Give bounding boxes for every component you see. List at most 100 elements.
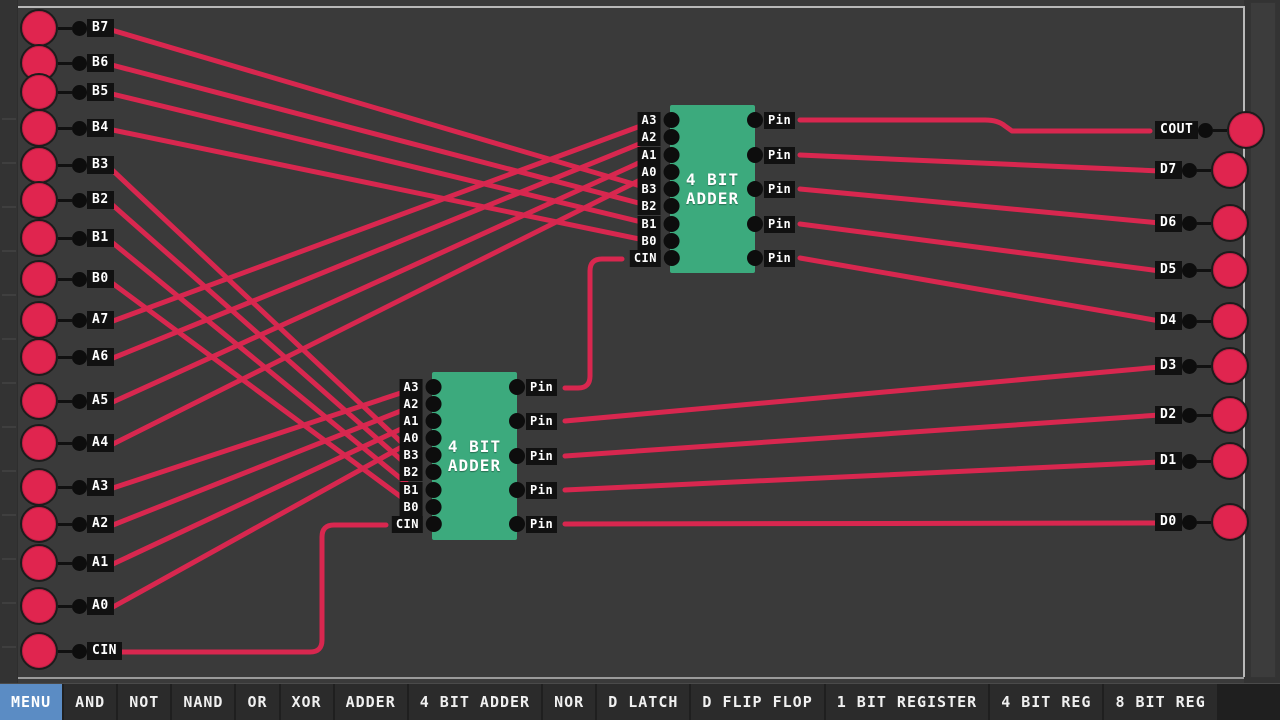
output-pin-dot[interactable] xyxy=(72,349,87,365)
wire[interactable] xyxy=(562,364,1163,424)
component-input-pin-dot[interactable] xyxy=(426,447,442,463)
toolbar-button-8-bit-reg[interactable]: 8 BIT REG xyxy=(1104,684,1217,720)
output-lamp-d1[interactable] xyxy=(1210,442,1249,480)
output-indicator-row[interactable]: D4 xyxy=(1155,302,1249,340)
component-input-pin-dot[interactable] xyxy=(664,181,680,197)
input-toggle-b7[interactable] xyxy=(20,9,58,47)
input-pin-dot[interactable] xyxy=(1181,162,1197,178)
toolbar-button-nor[interactable]: NOR xyxy=(543,684,596,720)
component-input-pin[interactable]: B2 xyxy=(399,463,442,481)
component-output-pin-dot[interactable] xyxy=(509,379,525,395)
component-input-pin[interactable]: A3 xyxy=(399,378,442,396)
input-pin-dot[interactable] xyxy=(1198,122,1214,138)
output-lamp-d0[interactable] xyxy=(1210,503,1249,541)
output-pin-dot[interactable] xyxy=(72,598,87,614)
component-output-pin[interactable]: Pin xyxy=(509,515,558,533)
output-indicator-row[interactable]: D0 xyxy=(1155,503,1249,541)
output-lamp-d2[interactable] xyxy=(1210,396,1249,434)
component-input-pin-dot[interactable] xyxy=(664,112,680,128)
toolbar-button-1-bit-register[interactable]: 1 BIT REGISTER xyxy=(825,684,989,720)
input-toggle-a0[interactable] xyxy=(20,587,58,625)
component-input-pin[interactable]: A0 xyxy=(399,429,442,447)
wire[interactable] xyxy=(797,186,1163,226)
output-pin-dot[interactable] xyxy=(72,192,87,208)
wire[interactable] xyxy=(105,236,419,494)
wire[interactable] xyxy=(562,520,1163,527)
wire[interactable] xyxy=(797,221,1163,274)
wire[interactable] xyxy=(562,412,1163,459)
toolbar-button-d-flip-flop[interactable]: D FLIP FLOP xyxy=(691,684,824,720)
component-output-pin-dot[interactable] xyxy=(509,482,525,498)
component-output-pin-dot[interactable] xyxy=(509,448,525,464)
input-toggle-row[interactable]: CIN xyxy=(20,632,122,670)
component-input-pin[interactable]: CIN xyxy=(391,515,442,533)
input-toggle-row[interactable]: A5 xyxy=(20,382,114,420)
component-input-pin[interactable]: A1 xyxy=(399,412,442,430)
component-output-pin[interactable]: Pin xyxy=(747,215,796,233)
component-input-pin-dot[interactable] xyxy=(426,413,442,429)
wire[interactable] xyxy=(797,152,1163,174)
component-output-pin-dot[interactable] xyxy=(747,112,763,128)
output-pin-dot[interactable] xyxy=(72,230,87,246)
input-toggle-row[interactable]: A4 xyxy=(20,424,114,462)
component-input-pin-dot[interactable] xyxy=(426,396,442,412)
wire[interactable] xyxy=(105,26,657,193)
component-input-pin-dot[interactable] xyxy=(664,250,680,266)
input-toggle-row[interactable]: B3 xyxy=(20,146,114,184)
wire[interactable] xyxy=(105,90,657,228)
component-output-pin-dot[interactable] xyxy=(509,413,525,429)
output-pin-dot[interactable] xyxy=(72,555,87,571)
input-pin-dot[interactable] xyxy=(1181,514,1197,530)
wire[interactable] xyxy=(110,118,657,324)
component-output-pin[interactable]: Pin xyxy=(509,481,558,499)
output-pin-dot[interactable] xyxy=(72,84,87,100)
component-output-pin-dot[interactable] xyxy=(747,147,763,163)
output-pin-dot[interactable] xyxy=(72,393,87,409)
input-toggle-row[interactable]: B7 xyxy=(20,9,114,47)
wire[interactable] xyxy=(797,255,1163,324)
output-lamp-cout[interactable] xyxy=(1227,111,1266,149)
input-pin-dot[interactable] xyxy=(1181,358,1197,374)
output-indicator-row[interactable]: D1 xyxy=(1155,442,1249,480)
component-output-pin[interactable]: Pin xyxy=(747,180,796,198)
component-output-pin[interactable]: Pin xyxy=(509,447,558,465)
input-toggle-row[interactable]: A2 xyxy=(20,505,114,543)
component-input-pin[interactable]: A2 xyxy=(637,128,680,146)
toolbar-button-or[interactable]: OR xyxy=(236,684,279,720)
output-indicator-row[interactable]: D3 xyxy=(1155,347,1249,385)
input-toggle-a4[interactable] xyxy=(20,424,58,462)
component-input-pin-dot[interactable] xyxy=(426,464,442,480)
toolbar-button-adder[interactable]: ADDER xyxy=(334,684,407,720)
vertical-scrollbar-left[interactable] xyxy=(0,0,18,683)
toolbar-button-not[interactable]: NOT xyxy=(118,684,171,720)
input-pin-dot[interactable] xyxy=(1181,313,1197,329)
component-input-pin[interactable]: B1 xyxy=(637,215,680,233)
component-input-pin[interactable]: B0 xyxy=(637,232,680,250)
input-toggle-row[interactable]: B1 xyxy=(20,219,114,257)
output-lamp-d7[interactable] xyxy=(1210,151,1249,189)
input-pin-dot[interactable] xyxy=(1181,215,1197,231)
wire[interactable] xyxy=(110,153,657,405)
input-pin-dot[interactable] xyxy=(1181,453,1197,469)
input-toggle-row[interactable]: A7 xyxy=(20,301,114,339)
wire[interactable] xyxy=(110,385,419,491)
output-indicator-row[interactable]: D6 xyxy=(1155,204,1249,242)
output-pin-dot[interactable] xyxy=(72,55,87,71)
wire[interactable] xyxy=(105,198,419,476)
wire[interactable] xyxy=(105,126,657,245)
output-pin-dot[interactable] xyxy=(72,157,87,173)
component-input-pin-dot[interactable] xyxy=(426,379,442,395)
input-toggle-row[interactable]: A1 xyxy=(20,544,114,582)
input-toggle-row[interactable]: B0 xyxy=(20,260,114,298)
output-indicator-row[interactable]: D7 xyxy=(1155,151,1249,189)
input-toggle-row[interactable]: B2 xyxy=(20,181,114,219)
wire[interactable] xyxy=(797,117,1153,134)
scrollbar-thumb[interactable] xyxy=(1250,2,1276,678)
output-lamp-d3[interactable] xyxy=(1210,347,1249,385)
wire[interactable] xyxy=(105,163,419,459)
component-input-pin-dot[interactable] xyxy=(664,147,680,163)
input-toggle-a2[interactable] xyxy=(20,505,58,543)
wire[interactable] xyxy=(115,522,389,655)
